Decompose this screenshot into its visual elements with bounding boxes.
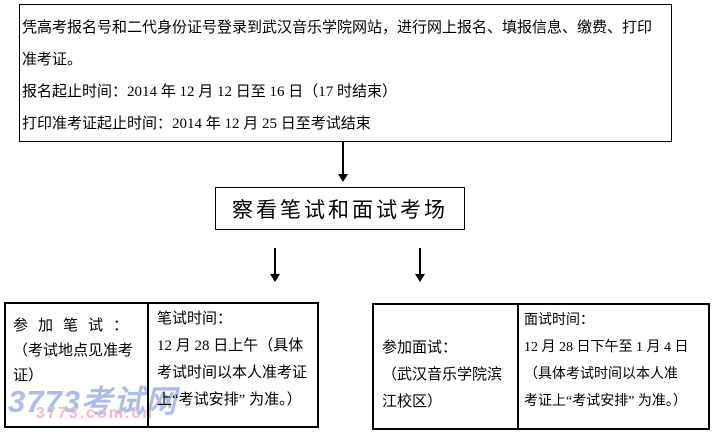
down-arrow-icon [270,248,280,282]
interview-time-line-3: 考证上“考试安排” 为准。） [524,394,687,409]
interview-location-line-1: （武汉音乐学院滨 [382,367,503,383]
written-test-time-title: 笔试时间： [157,311,233,327]
interview-info-cell: 参加面试： （武汉音乐学院滨 江校区） [374,305,519,428]
written-test-location-line-2: 证） [13,368,44,384]
down-arrow-icon [338,142,348,182]
interview-table: 参加面试： （武汉音乐学院滨 江校区） 面试时间： 12 月 28 日下午至 1… [372,303,710,430]
print-admission-deadline-line: 打印准考证起止时间：2014 年 12 月 25 日至考试结束 [22,116,371,132]
written-test-time-line-1: 12 月 28 日上午（具体 [157,338,304,354]
down-arrow-icon [415,248,425,282]
interview-time-cell: 面试时间： 12 月 28 日下午至 1 月 4 日 （具体考试时间以本人准 考… [519,305,708,428]
written-test-time-line-3: 上“考试安排” 为准。） [157,392,302,408]
registration-info-line-1: 凭高考报名号和二代身份证号登录到武汉音乐学院网站，进行网上报名、填报信息、缴费、… [22,20,653,36]
written-test-title: 参加笔试： [13,318,139,334]
written-test-table: 参加笔试： （考试地点见准考 证） 笔试时间： 12 月 28 日上午（具体 考… [4,302,319,428]
interview-title: 参加面试： [382,340,458,356]
written-test-location-line-1: （考试地点见准考 [13,343,134,359]
written-test-time-cell: 笔试时间： 12 月 28 日上午（具体 考试时间以本人准考证 上“考试安排” … [149,304,317,426]
registration-deadline-line: 报名起止时间：2014 年 12 月 12 日至 16 日（17 时结束） [22,84,398,100]
registration-info-box: 凭高考报名号和二代身份证号登录到武汉音乐学院网站，进行网上报名、填报信息、缴费、… [19,4,672,142]
interview-time-title: 面试时间： [524,313,594,328]
watermark-url: 3773.com.cn [36,405,155,422]
interview-location-line-2: 江校区） [382,394,443,410]
registration-info-line-2: 准考证。 [22,52,83,68]
view-exam-rooms-box: 察看笔试和面试考场 [215,187,465,230]
interview-time-line-1: 12 月 28 日下午至 1 月 4 日 [524,340,689,355]
written-test-time-line-2: 考试时间以本人准考证 [157,365,308,381]
interview-time-line-2: （具体考试时间以本人准 [524,367,678,382]
view-exam-rooms-label: 察看笔试和面试考场 [232,197,448,222]
written-test-info-cell: 参加笔试： （考试地点见准考 证） [6,304,149,426]
